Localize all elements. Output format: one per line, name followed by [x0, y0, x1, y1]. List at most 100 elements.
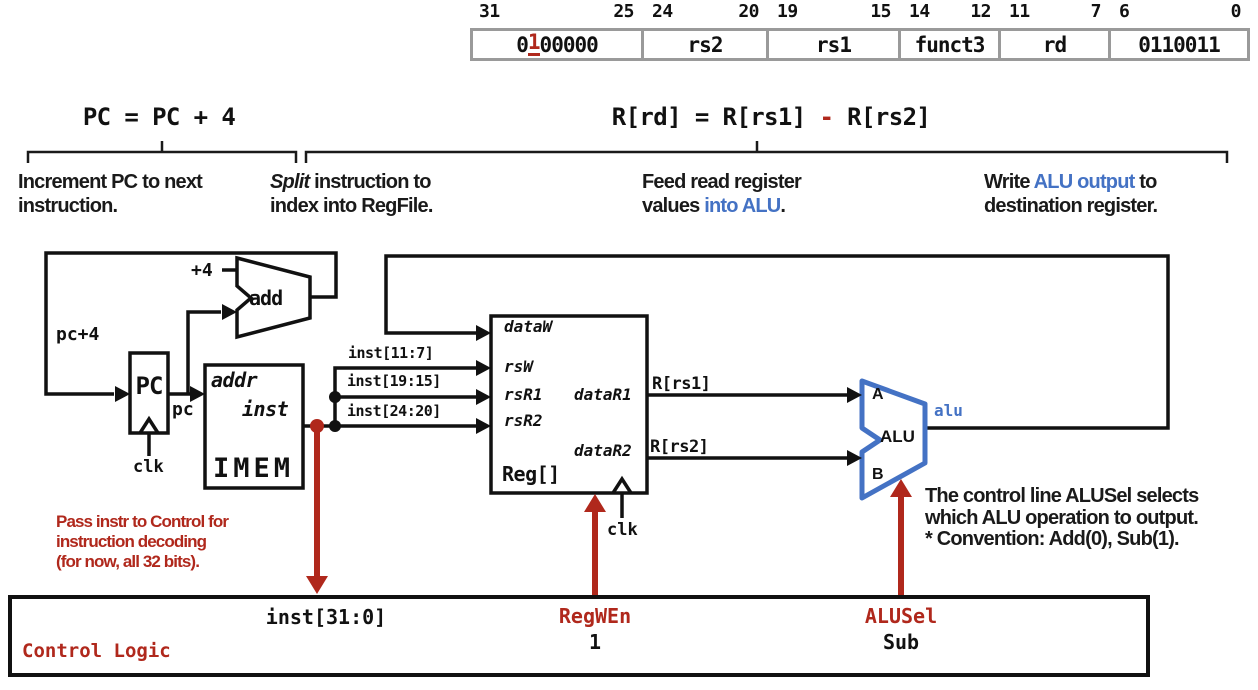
bit-hi: 6 — [1119, 1, 1130, 22]
reg-dataR2-port: dataR2 — [574, 441, 632, 460]
annotation-line: destination register. — [984, 195, 1158, 217]
annotation-line: instruction. — [18, 195, 118, 217]
bit-lo: 15 — [870, 1, 891, 22]
annotation-text: Write — [984, 171, 1034, 193]
regwen-signal-value: 1 — [588, 630, 602, 654]
annotation-text: to — [1134, 171, 1157, 193]
rd-expression-left: R[rd] = R[rs1] — [611, 103, 820, 131]
alu-b-port: B — [872, 466, 884, 483]
arrowhead-red — [890, 479, 912, 497]
reg-rsR2-port: rsR2 — [504, 411, 543, 430]
adder-label: add — [249, 286, 283, 310]
annotation-text: . — [780, 195, 786, 217]
regwen-signal-label: RegWEn — [558, 604, 632, 628]
brace-pc-update — [26, 141, 298, 163]
bit-hi: 24 — [652, 1, 673, 22]
annotation-write-destination: Write ALU output to destination register… — [984, 170, 1158, 218]
junction-dot — [329, 391, 341, 403]
clk-triangle-pc — [138, 415, 160, 434]
header-pc-update: PC = PC + 4 — [82, 103, 236, 131]
r-rs2-wire-label: R[rs2] — [650, 437, 709, 457]
rd-expression-right: R[rs2] — [833, 103, 931, 131]
bit-hi: 14 — [909, 1, 930, 22]
regfile-label: Reg[] — [502, 462, 560, 486]
bit-lo: 12 — [970, 1, 991, 22]
funct7-sub-bit: 1 — [527, 30, 541, 56]
alu-label: ALU — [880, 427, 915, 446]
reg-dataR1-port: dataR1 — [574, 385, 632, 404]
clk-pc-label: clk — [133, 457, 164, 477]
annotation-increment-pc: Increment PC to next instruction. — [18, 170, 203, 218]
note-pass-instr: Pass instr to Control for instruction de… — [56, 512, 229, 572]
reg-dataW-port: dataW — [504, 317, 553, 336]
clk-reg-label: clk — [607, 520, 638, 540]
annotation-feed-alu: Feed read register values into ALU. — [642, 170, 802, 218]
inst-19-15-label: inst[19:15] — [347, 372, 441, 390]
note-line: (for now, all 32 bits). — [56, 552, 200, 571]
annotation-line: index into RegFile. — [270, 195, 433, 217]
split-word: Split — [270, 171, 310, 193]
arrowhead — [847, 387, 862, 403]
reg-rsR1-port: rsR1 — [504, 385, 543, 404]
field-rs2: rs2 — [644, 31, 769, 58]
bit-lo: 0 — [1230, 1, 1242, 22]
arrowhead — [476, 325, 491, 341]
plus4-label: +4 — [191, 260, 213, 281]
bit-range-funct3: 14 12 — [900, 1, 1000, 25]
alusel-signal-label: ALUSel — [864, 604, 938, 628]
imem-inst-port: inst — [242, 397, 289, 421]
inst-24-20-label: inst[24:20] — [347, 402, 441, 420]
header-rd-assignment: R[rd] = R[rs1] - R[rs2] — [601, 103, 941, 131]
note-alusel-convention: The control line ALUSel selects which AL… — [925, 485, 1199, 551]
arrowhead-red — [306, 576, 328, 594]
bit-hi: 31 — [479, 1, 500, 22]
arrowhead — [222, 304, 237, 320]
into-alu-text: into ALU — [704, 195, 781, 217]
note-line: which ALU operation to output. — [925, 506, 1199, 529]
alusel-signal-value: Sub — [882, 630, 920, 654]
arrowhead — [476, 360, 491, 376]
funct7-prefix: 0 — [516, 32, 529, 57]
bit-hi: 19 — [777, 1, 798, 22]
clk-triangle-reg — [611, 475, 633, 494]
pc-plus4-wire-label: pc+4 — [56, 324, 100, 345]
junction-dot-red — [310, 419, 324, 433]
bit-lo: 25 — [613, 1, 634, 22]
arrowhead — [476, 389, 491, 405]
arrowhead — [476, 418, 491, 434]
bit-range-rs2: 24 20 — [643, 1, 768, 25]
alu-a-port: A — [872, 386, 884, 403]
inst-11-7-label: inst[11:7] — [348, 344, 434, 362]
funct7-suffix: 00000 — [539, 32, 599, 57]
note-line: * Convention: Add(0), Sub(1). — [925, 528, 1180, 550]
alu-wire-label: alu — [934, 401, 963, 420]
field-opcode: 0110011 — [1138, 32, 1221, 57]
alu-output-text: ALU output — [1033, 171, 1136, 193]
bit-range-funct7: 31 25 — [470, 1, 643, 25]
annotation-line: Write ALU output to — [984, 170, 1157, 194]
field-rs1: rs1 — [769, 31, 901, 58]
note-line: instruction decoding — [56, 532, 207, 551]
annotation-line: Split instruction to — [270, 170, 433, 194]
control-inst-label: inst[31:0] — [265, 605, 387, 629]
minus-operator: - — [819, 103, 834, 131]
annotation-line: Feed read register — [642, 171, 802, 193]
r-rs1-wire-label: R[rs1] — [652, 374, 711, 394]
bit-lo: 20 — [738, 1, 759, 22]
arrowhead-red — [584, 494, 606, 512]
arrowhead — [115, 386, 130, 402]
note-line: The control line ALUSel selects — [925, 485, 1199, 507]
bit-lo: 7 — [1090, 1, 1102, 22]
pc-register-label: PC — [135, 372, 164, 400]
imem-addr-port: addr — [211, 368, 258, 392]
field-funct3: funct3 — [901, 31, 1001, 58]
annotation-text: values — [642, 195, 705, 217]
arrowhead — [847, 450, 862, 466]
control-logic-title: Control Logic — [22, 640, 171, 662]
